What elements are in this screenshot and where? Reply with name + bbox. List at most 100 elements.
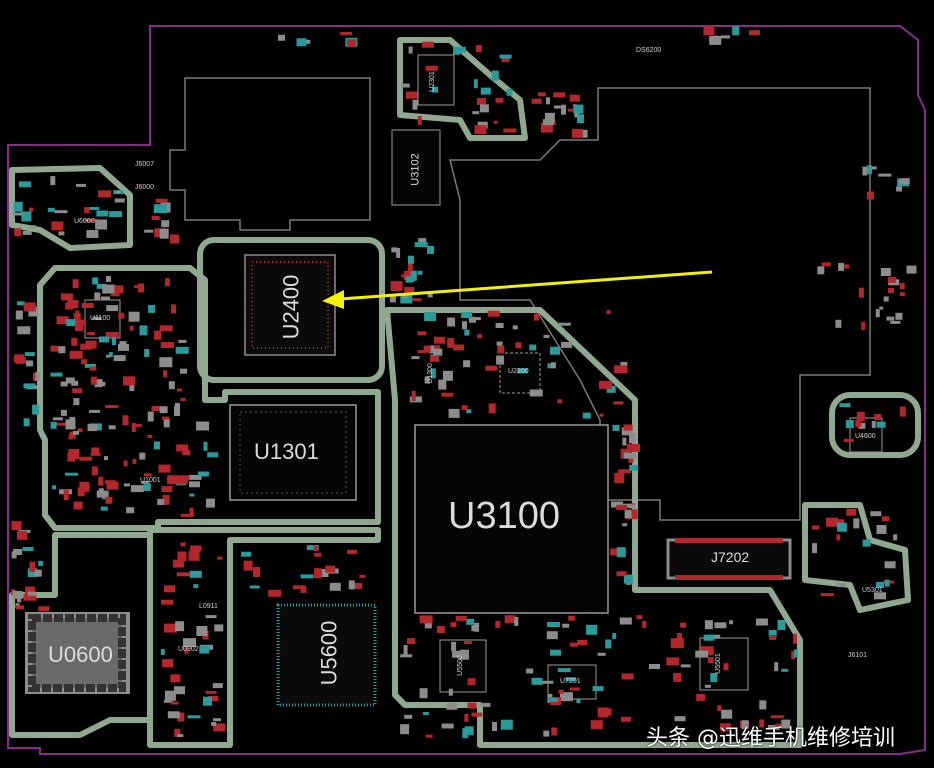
label-u2301: U2301	[428, 71, 436, 92]
smd-part	[76, 183, 86, 187]
label-j7202: J7202	[711, 549, 750, 565]
smd-part	[906, 265, 917, 274]
smd-part	[551, 727, 558, 736]
smd-part	[180, 513, 194, 517]
smd-part	[455, 615, 467, 621]
smd-part	[755, 618, 768, 626]
smd-part	[888, 288, 894, 293]
smd-part	[196, 626, 208, 636]
smd-part	[709, 35, 722, 45]
smd-part	[47, 207, 55, 212]
smd-part	[73, 501, 83, 510]
smd-part	[558, 689, 564, 694]
smd-part	[858, 422, 866, 429]
smd-part	[546, 97, 550, 105]
smd-part	[666, 657, 680, 666]
smd-part	[882, 516, 889, 522]
smd-part	[27, 570, 35, 577]
smd-part	[450, 622, 457, 628]
smd-part	[213, 723, 226, 732]
smd-part	[611, 501, 623, 508]
smd-part	[325, 565, 336, 573]
smd-part	[495, 620, 501, 628]
smd-part	[69, 431, 76, 439]
smd-part	[174, 406, 180, 416]
smd-part	[876, 421, 886, 428]
smd-part	[673, 672, 682, 682]
smd-part	[178, 339, 187, 343]
smd-part	[442, 370, 453, 381]
smd-part	[448, 688, 453, 696]
smd-part	[862, 166, 868, 176]
smd-part	[577, 114, 584, 124]
smd-part	[597, 652, 606, 656]
smd-part	[170, 701, 179, 705]
smd-part	[501, 55, 510, 63]
connector-j7202	[666, 538, 792, 580]
smd-part	[704, 620, 713, 630]
smd-part	[155, 198, 168, 203]
smd-part	[871, 420, 876, 428]
smd-part	[703, 634, 715, 641]
smd-part	[620, 362, 628, 366]
smd-part	[568, 615, 576, 621]
board-outline	[7, 25, 926, 755]
smd-part	[164, 585, 175, 593]
smd-part	[75, 321, 83, 332]
label-j6000: J6000	[135, 184, 155, 191]
smd-part	[148, 304, 156, 313]
smd-part	[493, 120, 498, 124]
smd-part	[858, 287, 864, 298]
smd-part	[471, 625, 476, 632]
smd-part	[567, 108, 577, 112]
smd-part	[348, 580, 355, 590]
smd-part	[65, 377, 75, 384]
smd-part	[870, 511, 882, 517]
smd-part	[461, 312, 473, 318]
smd-part	[347, 39, 357, 48]
smd-part	[629, 464, 639, 471]
smd-part	[389, 295, 396, 303]
smd-part	[38, 606, 50, 612]
smd-part	[32, 569, 42, 577]
smd-part	[187, 715, 201, 719]
smd-part	[208, 696, 219, 701]
smd-part	[189, 570, 202, 578]
smd-part	[79, 456, 93, 461]
smd-part	[400, 654, 413, 658]
smd-part	[794, 649, 798, 658]
smd-part	[128, 311, 140, 322]
smd-part	[105, 405, 119, 408]
smd-part	[515, 342, 522, 349]
smd-part	[153, 204, 167, 214]
smd-part	[466, 409, 472, 414]
smd-part	[68, 449, 80, 459]
smd-part	[590, 720, 603, 730]
smd-part	[620, 716, 631, 722]
smd-part	[396, 248, 401, 258]
smd-part	[612, 633, 617, 640]
smd-part	[526, 668, 534, 674]
smd-part	[412, 298, 422, 302]
smd-part	[162, 659, 174, 668]
smd-part	[696, 693, 706, 701]
smd-part	[159, 325, 173, 332]
smd-part	[243, 560, 253, 571]
smd-part	[22, 547, 34, 551]
smd-part	[96, 490, 109, 498]
label-u0902: U0902	[178, 646, 199, 653]
smd-part	[199, 645, 210, 654]
smd-part	[506, 88, 513, 96]
smd-part	[543, 334, 550, 338]
smd-part	[496, 355, 505, 365]
smd-part	[721, 709, 733, 719]
smd-part	[205, 498, 215, 508]
smd-part	[106, 481, 119, 490]
chip-u2301	[417, 54, 455, 106]
smd-part	[893, 534, 898, 541]
smd-part	[835, 519, 845, 526]
smd-part	[623, 424, 633, 431]
smd-part	[504, 615, 516, 624]
smd-part	[472, 111, 480, 115]
smd-part	[160, 648, 165, 655]
